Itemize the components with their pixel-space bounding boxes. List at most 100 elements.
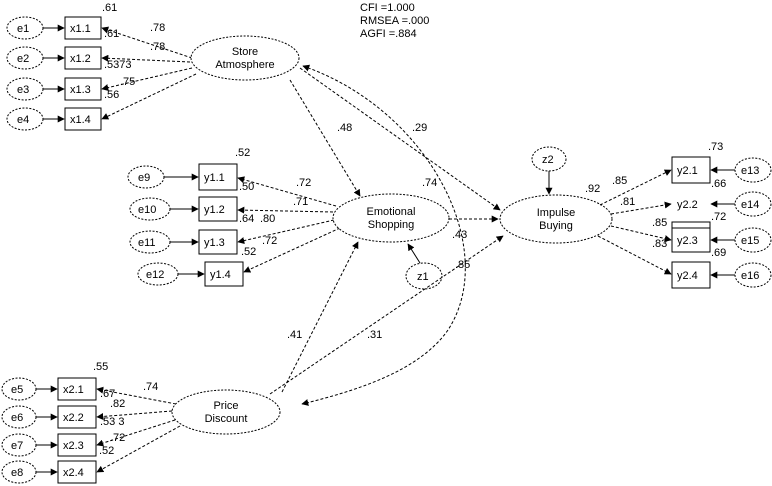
loading-y1-3: .80 [260, 213, 275, 225]
r2-x1-2: .61 [104, 28, 119, 40]
fit-agfi: AGFI =.884 [360, 28, 417, 40]
coef-price-emotional: .41 [287, 329, 302, 341]
indicator-box-x1-2 [64, 46, 102, 70]
latent-emotional-label-1: Emotional [367, 206, 416, 218]
indicator-box-x2-1 [57, 377, 97, 401]
r2-impulse: .92 [585, 183, 600, 195]
path-store-impulse [299, 67, 501, 211]
disturbance-z1 [405, 262, 443, 290]
price-discount-block: e5 e6 e7 e8 x2.1 x2.2 x2.3 x2.4 Price Di… [1, 361, 281, 484]
fit-rmsea: RMSEA =.000 [360, 15, 429, 27]
latent-price-discount [171, 389, 281, 435]
loading-y1-4: .72 [262, 235, 277, 247]
loading-y2-2: .81 [620, 196, 635, 208]
error-label-e11: e11 [138, 237, 156, 249]
loading-y2-4: .83 [652, 238, 667, 250]
loading-x2-4: .52 [99, 445, 114, 457]
error-label-e13: e13 [741, 165, 759, 177]
latent-price-label-2: Discount [205, 413, 248, 425]
indicator-y2-3: y2.3 [677, 235, 698, 247]
r2-y1-3: .64 [239, 213, 254, 225]
coef-price-impulse: .31 [367, 329, 382, 341]
coef-emotional-impulse: .43 [452, 229, 467, 241]
r2-emotional: .74 [422, 177, 437, 189]
impulse-buying-block: Impulse Buying z2 .92 y2.1 y2.2 y2.3 y2.… [499, 141, 772, 289]
indicator-x2-1: x2.1 [63, 384, 84, 396]
r2-x1-1: .61 [102, 2, 117, 14]
indicator-y2-1: y2.1 [677, 165, 698, 177]
loading-x2-3: .72 [110, 432, 125, 444]
latent-impulse-label-1: Impulse [537, 207, 576, 219]
indicator-y1-3: y1.3 [204, 237, 225, 249]
error-label-e1: e1 [17, 23, 29, 35]
disturbance-z2-label: z2 [542, 154, 554, 166]
error-label-e2: e2 [17, 53, 29, 65]
indicator-box-y1-1 [198, 163, 238, 191]
store-atmosphere-block: e1 e2 e3 e4 x1.1 x1.2 x1.3 x1.4 Store At… [6, 2, 300, 131]
r2-x2-3: .53 3 [100, 416, 124, 428]
loading-x2-1: .74 [143, 381, 158, 393]
error-label-e3: e3 [17, 84, 29, 96]
loading-x2-2: .82 [110, 398, 125, 410]
latent-store-atmosphere [190, 35, 300, 81]
loading-y2-3: .85 [652, 217, 667, 229]
indicator-y2-2: y2.2 [677, 199, 698, 211]
indicator-box-y1-4 [204, 261, 244, 287]
indicator-x1-1: x1.1 [70, 23, 91, 35]
error-label-e10: e10 [138, 204, 156, 216]
latent-store-label-2: Atmosphere [215, 59, 274, 71]
indicator-x1-3: x1.3 [70, 84, 91, 96]
r2-y1-1: .52 [235, 147, 250, 159]
error-label-e8: e8 [11, 467, 23, 479]
loading-x1-1: .78 [150, 22, 165, 34]
r2-y1-2: .50 [239, 181, 254, 193]
indicator-box-y2-3 [671, 227, 711, 253]
indicator-x2-2: x2.2 [63, 412, 84, 424]
covariance-store-price [301, 64, 466, 406]
emotional-shopping-block: e9 e10 e11 e12 y1.1 y1.2 y1.3 y1.4 Emoti… [127, 147, 450, 290]
indicator-y2-4: y2.4 [677, 270, 698, 282]
loading-y1-2: .71 [293, 196, 308, 208]
coef-store-impulse: .29 [412, 122, 427, 134]
indicator-y1-1: y1.1 [204, 172, 225, 184]
latent-impulse-label-2: Buying [539, 220, 573, 232]
error-label-e5: e5 [11, 384, 23, 396]
indicator-x1-4: x1.4 [70, 114, 91, 126]
indicator-y1-2: y1.2 [204, 204, 225, 216]
r2-x2-1: .55 [93, 361, 108, 373]
latent-emotional-shopping [332, 193, 450, 243]
indicator-x2-3: x2.3 [63, 440, 84, 452]
latent-impulse-buying [499, 194, 613, 244]
latent-store-label-1: Store [232, 46, 258, 58]
r2-y2-1: .73 [708, 141, 723, 153]
error-label-e7: e7 [11, 440, 23, 452]
fit-cfi: CFI =1.000 [360, 2, 415, 14]
indicator-box-x1-4 [64, 107, 102, 131]
indicator-box-y2-1 [671, 156, 711, 184]
r2-y2-2: .66 [711, 178, 726, 190]
error-label-e9: e9 [138, 172, 150, 184]
indicator-box-x2-2 [57, 405, 97, 429]
error-label-e15: e15 [741, 235, 759, 247]
error-label-e14: e14 [741, 199, 759, 211]
path-price-emotional [281, 241, 359, 393]
indicator-x1-2: x1.2 [70, 53, 91, 65]
r2-y2-3: .72 [711, 211, 726, 223]
loading-x1-2: .78 [150, 41, 165, 53]
loading-y1-1: .72 [296, 177, 311, 189]
error-label-e4: e4 [17, 114, 29, 126]
r2-y2-4: .69 [711, 247, 726, 259]
loading-y2-1: .85 [612, 175, 627, 187]
disturbance-z1-label: z1 [417, 271, 429, 283]
indicator-box-x2-3 [57, 433, 97, 457]
r2-x2-2: .67 [100, 388, 115, 400]
coef-store-emotional: .48 [337, 122, 352, 134]
latent-emotional-label-2: Shopping [368, 219, 415, 231]
indicator-y1-4: y1.4 [210, 269, 231, 281]
indicator-box-x1-3 [64, 77, 102, 101]
structural-paths: .48 .29 .43 .85 .41 .31 [269, 64, 504, 406]
loading-x1-3: .75 [120, 76, 135, 88]
r2-y1-4: .52 [241, 246, 256, 258]
